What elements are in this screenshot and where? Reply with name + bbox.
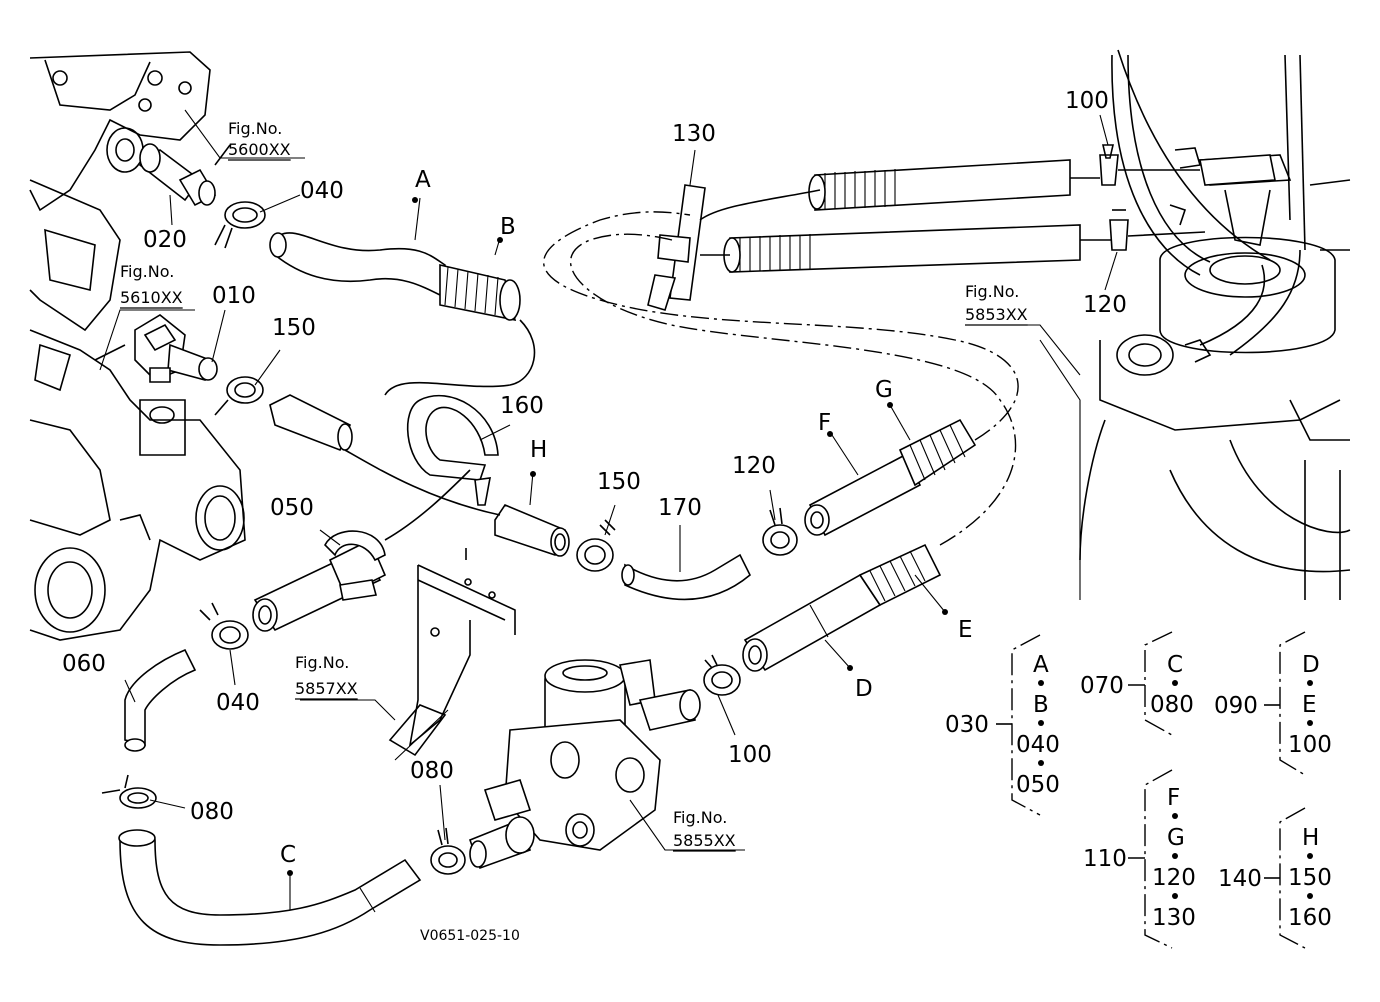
fig-ref-label: Fig.No. [673,808,727,827]
assembly-code: 110 [1083,846,1127,872]
assembly-member: 080 [1150,692,1194,718]
assembly-member: 150 [1288,865,1332,891]
callout-120: 120 [1083,292,1127,318]
fig-ref-5853: Fig.No. 5853XX [965,282,1028,326]
callout-020: 020 [143,227,187,253]
hose-B-corrugated [439,263,521,322]
callout-080: 080 [190,799,234,825]
callout-060: 060 [62,651,106,677]
hose-upper-left-130 [723,154,1276,273]
assembly-member: B [1033,692,1049,718]
callout-010: 010 [212,283,256,309]
callout-C: C [280,842,296,868]
callout-E: E [958,617,973,643]
hose-F [804,453,922,537]
fig-ref-number: 5855XX [673,831,736,850]
assembly-member: 120 [1152,865,1196,891]
clamps [101,144,1129,875]
assembly-code: 030 [945,712,989,738]
callout-D: D [855,676,873,702]
assembly-member: G [1167,825,1185,851]
assembly-group-110: 110 F G 120 130 [1083,785,1196,931]
callout-170: 170 [658,495,702,521]
hose-E-corrugated [858,543,942,607]
part-callouts: 010 020 040 040 050 060 080 080 100 100 … [62,88,1127,868]
sensor-130 [647,184,706,311]
wire-routing [344,49,1301,541]
hose-clip-050 [324,530,386,601]
assembly-brackets [996,631,1306,949]
hose-060 [124,648,197,752]
assembly-member: 040 [1016,732,1060,758]
assembly-code: 070 [1080,673,1124,699]
hose-C [118,829,422,946]
callout-150: 150 [272,315,316,341]
assembly-member: 130 [1152,905,1196,931]
assembly-member: 160 [1288,905,1332,931]
assembly-member: C [1167,652,1183,678]
elbow-fitting-010 [134,314,218,383]
callout-150: 150 [597,469,641,495]
connection-paths [94,144,1019,546]
callout-120: 120 [732,453,776,479]
water-valve [468,659,701,870]
callout-160: 160 [500,393,544,419]
hose-150-section [269,394,353,452]
callout-G: G [875,377,893,403]
fig-ref-5855: Fig.No. 5855XX [673,808,736,852]
callout-050: 050 [270,495,314,521]
callout-130: 130 [672,121,716,147]
assembly-member: A [1033,652,1049,678]
assembly-member: H [1302,825,1319,851]
callout-B: B [500,214,516,240]
hose-D [742,573,882,672]
fig-ref-label: Fig.No. [120,262,174,281]
fig-ref-5857: Fig.No. 5857XX [295,653,358,700]
assembly-member: F [1167,785,1180,811]
leader-lines [99,109,1118,910]
fig-ref-number: 5600XX [228,140,291,159]
engine-block-outline [29,51,246,641]
callout-040: 040 [216,690,260,716]
callout-A: A [415,167,431,193]
fig-ref-number: 5610XX [120,288,183,307]
hose-G-corrugated [898,418,977,487]
fig-ref-number: 5853XX [965,305,1028,324]
assembly-member: 100 [1288,732,1332,758]
assembly-member: E [1302,692,1317,718]
callout-100: 100 [1065,88,1109,114]
callout-H: H [530,437,547,463]
reservoir-tank-outline [1079,54,1351,600]
mounting-bracket [388,548,516,757]
assembly-code: 140 [1218,866,1262,892]
assembly-code: 090 [1214,693,1258,719]
assembly-group-030: 030 A B 040 050 [945,652,1060,798]
callout-100: 100 [728,742,772,768]
fig-ref-number: 5857XX [295,679,358,698]
hose-170 [621,553,751,601]
fitting-020 [138,143,217,207]
assembly-member: 050 [1016,772,1060,798]
fig-ref-label: Fig.No. [965,282,1019,301]
diagram-code: V0651-025-10 [420,928,520,944]
callout-F: F [818,410,831,436]
assembly-group-140: 140 H 150 160 [1218,825,1332,931]
assembly-group-070: 070 C 080 [1080,652,1194,718]
fig-ref-label: Fig.No. [228,119,282,138]
hose-A [269,232,446,297]
fig-ref-5600: Fig.No. 5600XX [228,119,291,161]
assembly-member: D [1302,652,1320,678]
callout-040: 040 [300,178,344,204]
fig-ref-5610: Fig.No. 5610XX [120,262,183,309]
assembly-group-090: 090 D E 100 [1214,652,1332,758]
cable-clip-160 [406,394,499,506]
fig-ref-label: Fig.No. [295,653,349,672]
callout-080: 080 [410,758,454,784]
hose-H [494,504,570,557]
